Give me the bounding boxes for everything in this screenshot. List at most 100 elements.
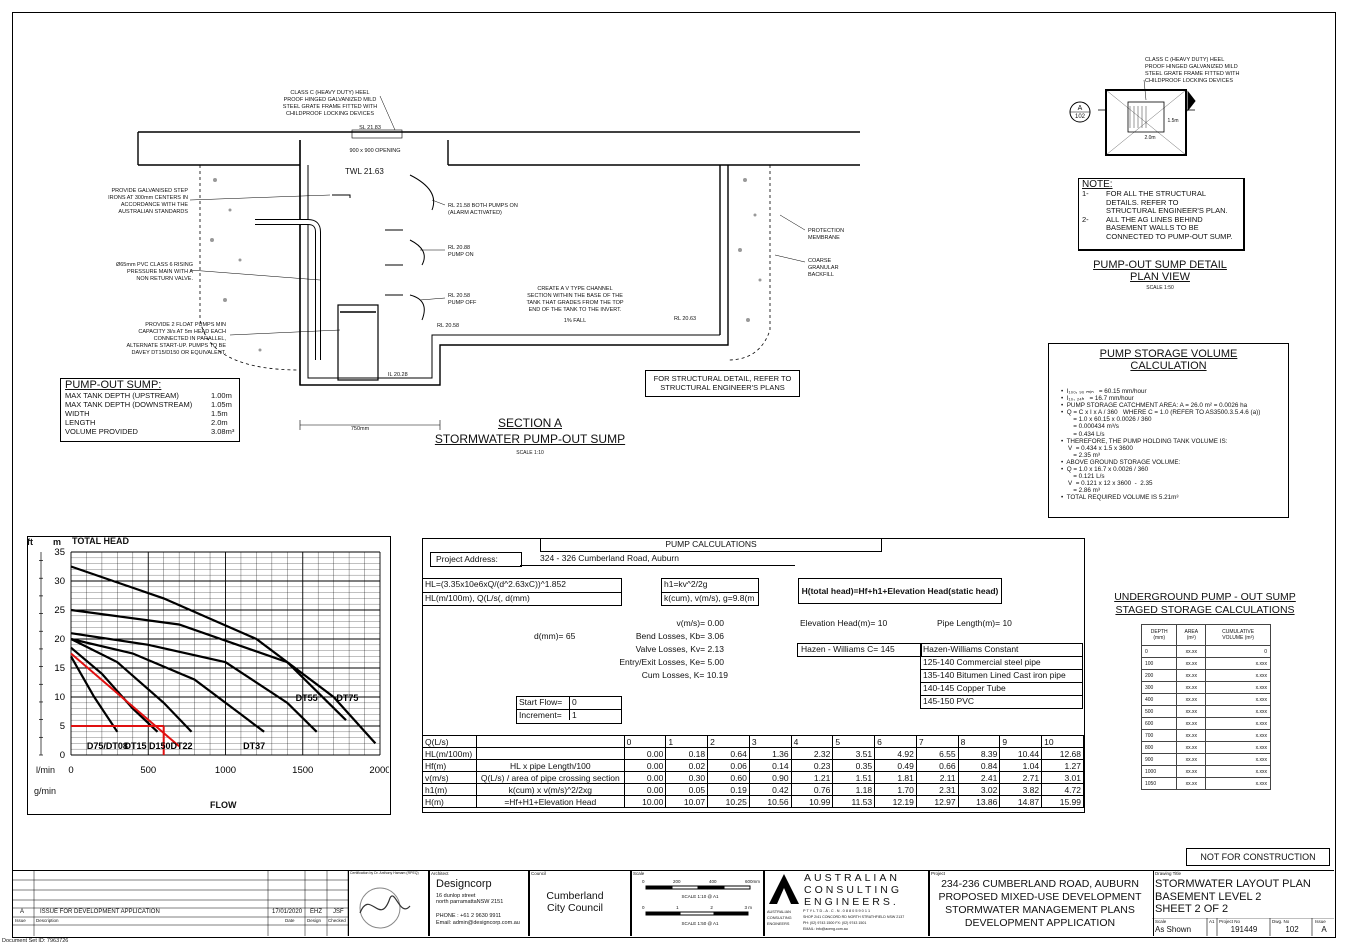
calc-cell: 0.19 <box>707 783 750 796</box>
staged-header: DEPTH (mm) <box>1140 624 1178 646</box>
staged-cell: xx.xx <box>1176 753 1207 766</box>
plan-section-sheet: 102 <box>1074 114 1085 120</box>
calc-v: v(m/s)= 0.00 <box>676 618 724 628</box>
hw-c: Hazen - Williams C= 145 <box>797 643 922 657</box>
issue-hdr: Issue <box>1315 919 1326 924</box>
calc-cell: 5 <box>832 735 876 748</box>
calc-cell: 0.00 <box>623 771 667 784</box>
staged-cell: 900 <box>1140 753 1178 766</box>
calc-title: PUMP CALCULATIONS <box>540 538 882 552</box>
plan-note-box: NOTE: 1-FOR ALL THE STRUCTURAL DETAILS. … <box>1078 178 1245 251</box>
calc-cell: 0.00 <box>623 747 667 760</box>
chart-xunit2: g/min <box>34 786 57 796</box>
pump-curve-label: DT15 D150 <box>125 741 171 751</box>
pump-curve-line <box>70 632 318 733</box>
staged-cell: 600 <box>1140 717 1178 730</box>
staged-header: CUMULATIVE VOLUME (m³) <box>1205 624 1271 646</box>
head-formula: H(total head)=Hf+h1+Elevation Head(stati… <box>798 578 1002 604</box>
sl-label: SL 21.83 <box>359 125 381 131</box>
firm-email: EMAIL: info@aceng.com.au <box>803 927 848 931</box>
calc-cell: 0.90 <box>748 771 792 784</box>
calc-cell: 10.99 <box>790 795 834 808</box>
membrane-note: PROTECTION MEMBRANE <box>808 228 845 241</box>
sump-row-value: 2.0m <box>211 418 228 427</box>
chart-ytick-label: 15 <box>54 663 65 674</box>
storage-line: • Q = C x I x A / 360 WHERE C = 1.0 (REF… <box>1061 409 1261 417</box>
storage-line: • ABOVE GROUND STORAGE VOLUME: <box>1061 458 1181 466</box>
title-block <box>12 870 1334 937</box>
rl-on: RL 20.88 PUMP ON <box>448 245 474 258</box>
drawing-title: STORMWATER LAYOUT PLAN BASEMENT LEVEL 2 … <box>1155 878 1311 915</box>
staged-title: UNDERGROUND PUMP - OUT SUMP <box>1114 591 1296 603</box>
calc-cell: 6 <box>874 735 917 748</box>
hw-table: Hazen-Williams Constant 125-140 Commerci… <box>920 643 1083 709</box>
storage-line: • I₁₀₀, ₉₀ ₘᵢₙ = 60.15 mm/hour <box>1061 388 1147 395</box>
sump-row-key: VOLUME PROVIDED <box>65 427 138 436</box>
sump-row-value: 1.00m <box>211 391 232 400</box>
rev-issue: A <box>20 909 25 915</box>
increment-value[interactable]: 1 <box>572 710 577 720</box>
calc-cell: 3.51 <box>832 747 876 760</box>
calc-cell: 8.39 <box>957 747 1001 760</box>
calc-cell: 0.23 <box>790 759 834 772</box>
calc-cell: 11.53 <box>832 795 876 808</box>
staged-cell: xx.xx <box>1176 777 1207 790</box>
staged-cell: 500 <box>1140 705 1178 718</box>
chart-title: TOTAL HEAD <box>72 536 130 546</box>
chart-xtick-label: 500 <box>140 765 156 776</box>
calc-cell: 2.71 <box>999 771 1043 784</box>
staged-cell: x.xxx <box>1205 765 1271 778</box>
calc-cell: 1.81 <box>874 771 917 784</box>
staged-cell: x.xxx <box>1205 669 1271 682</box>
backfill-note: COARSE GRANULAR BACKFILL <box>808 258 839 278</box>
calc-cell: 0.64 <box>707 747 750 760</box>
calc-kv: Valve Losses, Kv= 2.13 <box>635 644 724 654</box>
storage-line: = 2.86 m³ <box>1061 487 1101 495</box>
section-subtitle: STORMWATER PUMP-OUT SUMP <box>434 432 626 446</box>
plan-section-letter: A <box>1077 105 1083 112</box>
staged-cell: 400 <box>1140 693 1178 706</box>
chart-xunit: l/min <box>36 765 56 775</box>
structural-note: FOR STRUCTURAL DETAIL, REFER TO STRUCTUR… <box>645 370 800 397</box>
calc-cell: 12.97 <box>915 795 959 808</box>
calc-cell: 10.25 <box>707 795 750 808</box>
calc-cell: 3.02 <box>957 783 1001 796</box>
chart-xtick-label: 2000 <box>369 765 389 776</box>
certification-cell <box>348 870 430 936</box>
project-cell <box>928 870 1154 936</box>
chart-xlabel: FLOW <box>210 800 237 810</box>
calc-cell: 8 <box>957 735 1001 748</box>
scale-cell <box>630 870 765 936</box>
increment-label: Increment= <box>517 710 570 720</box>
sump-summary: PUMP-OUT SUMP: MAX TANK DEPTH (UPSTREAM)… <box>60 378 240 442</box>
drawing-label: Drawing Title <box>1155 871 1182 876</box>
pump-curve-line <box>70 565 377 745</box>
system-curve-line <box>70 652 180 748</box>
calc-row: v(m/s)Q(L/s) / area of pipe crossing sec… <box>422 771 1084 784</box>
sump-row: MAX TANK DEPTH (DOWNSTREAM)1.05m <box>65 400 239 409</box>
staged-subtitle: STAGED STORAGE CALCULATIONS <box>1115 604 1295 616</box>
rl-off: RL 20.58 PUMP OFF <box>448 293 477 306</box>
plan-dim-w: 2.0m <box>1144 135 1156 141</box>
chart-ytick-label: 10 <box>54 692 65 703</box>
firm-abn: P T Y L T D - A . C . N . 0 8 8 0 5 9 0 … <box>803 909 871 913</box>
storage-line: • PUMP STORAGE CATCHMENT AREA: A = 26.0 … <box>1061 402 1248 410</box>
col-date: Date <box>285 918 295 923</box>
staged-header-row: DEPTH (mm)AREA (m²)CUMULATIVE VOLUME (m³… <box>1140 624 1271 646</box>
signature-stamp <box>359 887 411 929</box>
sump-row-key: MAX TANK DEPTH (DOWNSTREAM) <box>65 400 193 409</box>
start-flow-value[interactable]: 0 <box>572 697 577 707</box>
calc-cell: 9 <box>999 735 1043 748</box>
calc-row-key: HL(m/100m) <box>422 747 477 760</box>
calc-cell: 2 <box>707 735 750 748</box>
